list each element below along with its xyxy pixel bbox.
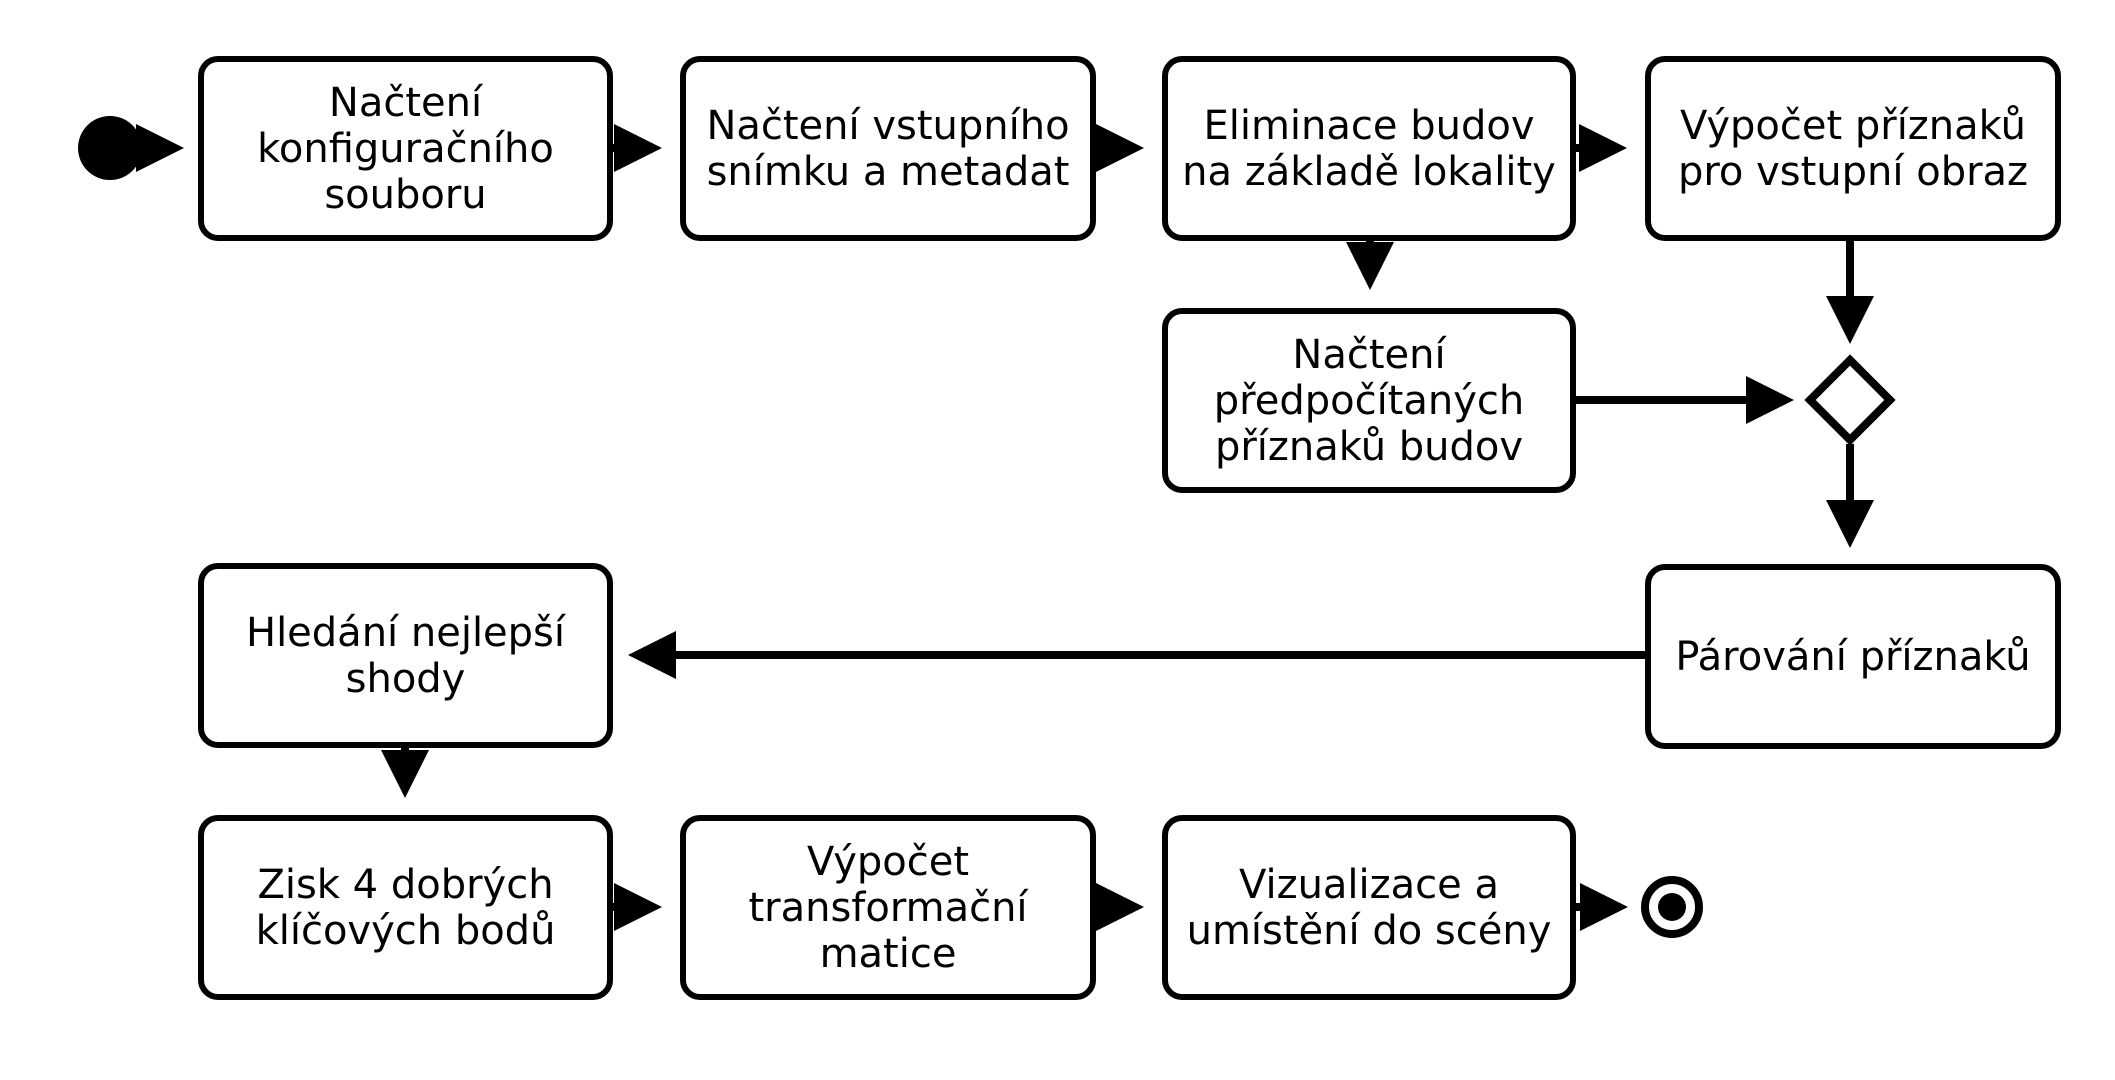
node-load-image: Načtení vstupního snímku a metadat (680, 56, 1096, 241)
node-load-config: Načtení konfiguračního souboru (198, 56, 613, 241)
end-node-core (1658, 893, 1686, 921)
node-load-config-label: Načtení konfiguračního souboru (257, 79, 554, 218)
node-load-precomputed: Načtení předpočítaných příznaků budov (1162, 308, 1576, 493)
node-best-match-label: Hledání nejlepší shody (245, 609, 566, 702)
node-compute-features-label: Výpočet příznaků pro vstupní obraz (1677, 102, 2029, 195)
node-eliminate-label: Eliminace budov na základě lokality (1182, 102, 1556, 195)
node-keypoints-label: Zisk 4 dobrých klíčových bodů (255, 861, 556, 954)
node-best-match: Hledání nejlepší shody (198, 563, 613, 748)
node-eliminate: Eliminace budov na základě lokality (1162, 56, 1576, 241)
node-transform: Výpočet transformační matice (680, 815, 1096, 1000)
node-matching: Párování příznaků (1645, 564, 2061, 749)
node-load-image-label: Načtení vstupního snímku a metadat (706, 102, 1070, 195)
start-node (78, 116, 142, 180)
node-matching-label: Párování příznaků (1675, 633, 2031, 680)
node-visualize-label: Vizualizace a umístění do scény (1186, 861, 1552, 954)
node-visualize: Vizualizace a umístění do scény (1162, 815, 1576, 1000)
node-keypoints: Zisk 4 dobrých klíčových bodů (198, 815, 613, 1000)
merge-node (1804, 354, 1896, 446)
node-transform-label: Výpočet transformační matice (748, 838, 1028, 977)
node-load-precomputed-label: Načtení předpočítaných příznaků budov (1213, 331, 1525, 470)
node-compute-features: Výpočet příznaků pro vstupní obraz (1645, 56, 2061, 241)
